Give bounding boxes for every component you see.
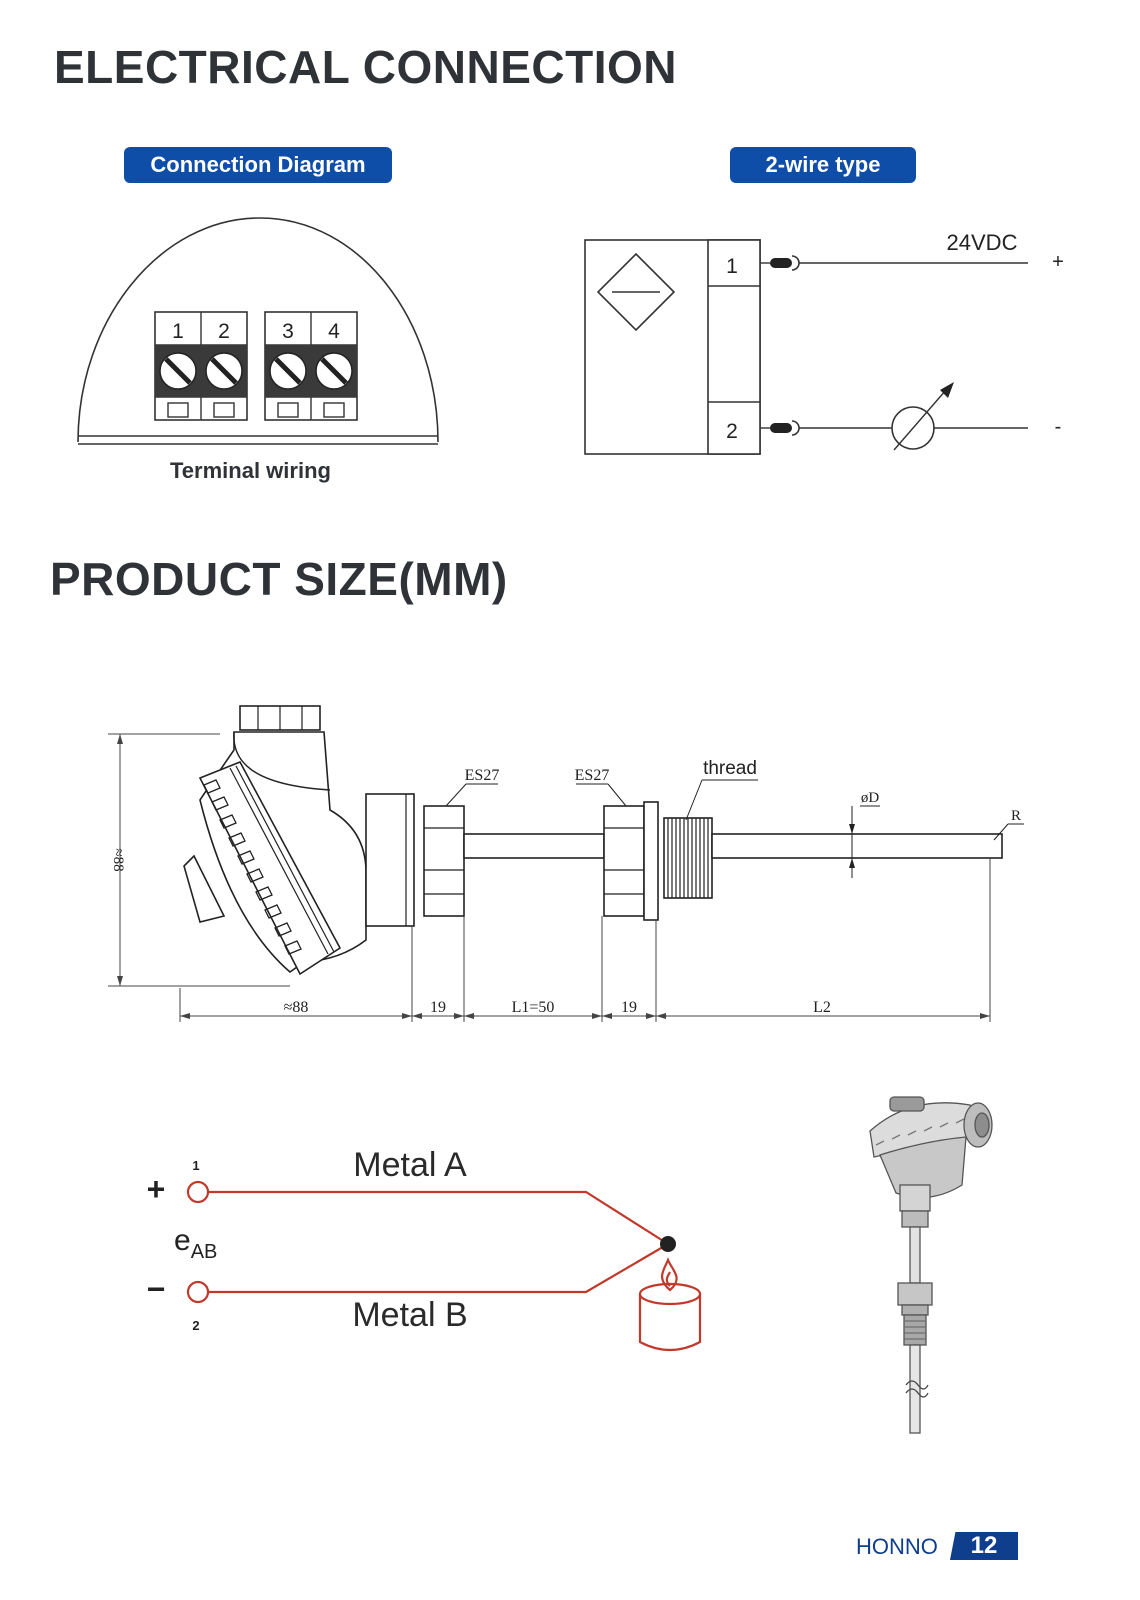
terminal-housing-dome <box>77 217 439 443</box>
candle-icon <box>638 1257 702 1352</box>
photo-neck <box>899 1184 931 1212</box>
tc-pin-2: 2 <box>192 1318 199 1333</box>
l2-label: L2 <box>813 999 831 1016</box>
seg2-label: 19 <box>621 999 637 1016</box>
tc-terminal-positive <box>186 1180 210 1204</box>
supply-voltage-label: 24VDC <box>947 230 1018 255</box>
terminal-number-3: 3 <box>282 320 294 343</box>
radius-label: R <box>1011 808 1021 824</box>
head-width-label: ≈88 <box>284 999 309 1016</box>
two-wire-diagram: 1 2 24VDC + - <box>584 230 1064 455</box>
metal-b-label: Metal B <box>352 1296 467 1334</box>
height-dimension-label: ≈88 <box>110 848 126 871</box>
two-wire-badge: 2-wire type <box>730 147 916 183</box>
footer-page-number: 12 <box>950 1532 1018 1560</box>
supply-minus-sign: - <box>1055 416 1062 438</box>
metal-a-wire <box>208 1190 669 1245</box>
probe-sheath <box>711 833 1003 859</box>
hex-nut-2 <box>603 805 645 917</box>
product-dimension-drawing: ≈88 <box>108 705 1024 1022</box>
emf-label: eAB <box>174 1224 217 1263</box>
photo-thread <box>903 1314 927 1346</box>
extension-tube <box>463 833 605 859</box>
terminal-block-left <box>154 311 248 421</box>
two-wire-pin-1: 1 <box>726 255 738 278</box>
two-wire-pin-2: 2 <box>726 420 738 443</box>
supply-plus-sign: + <box>1052 251 1064 273</box>
metal-a-label: Metal A <box>353 1146 467 1184</box>
hex1-size-label: ES27 <box>465 767 500 784</box>
thread-label: thread <box>703 758 757 779</box>
metal-b-wire <box>208 1243 669 1294</box>
head-side-lug <box>183 854 226 923</box>
tc-pin-1: 1 <box>192 1158 199 1173</box>
hex-nut-1 <box>423 805 465 917</box>
terminal-wiring-diagram: 1 2 3 4 <box>77 217 439 445</box>
l1-label: L1=50 <box>512 999 555 1016</box>
photo-hex-nut <box>897 1282 933 1306</box>
footer-brand: HONNO <box>856 1534 938 1559</box>
head-neck <box>365 793 415 927</box>
seg1-label: 19 <box>430 999 446 1016</box>
hex2-size-label: ES27 <box>575 767 610 784</box>
terminal-number-1: 1 <box>172 320 184 343</box>
tc-minus-sign: − <box>147 1271 166 1307</box>
terminal-number-4: 4 <box>328 320 340 343</box>
connection-diagram-badge: Connection Diagram <box>124 147 392 183</box>
thermocouple-principle-diagram: 1 2 + − eAB Metal A Metal B <box>147 1146 702 1352</box>
transmitter-terminal-strip <box>707 239 761 455</box>
product-photo-illustration <box>869 1096 993 1434</box>
section-title-electrical: ELECTRICAL CONNECTION <box>54 41 677 93</box>
section-title-product-size: PRODUCT SIZE(MM) <box>50 553 508 605</box>
diameter-label: øD <box>861 790 880 806</box>
photo-tube <box>909 1226 921 1284</box>
terminal-block-right <box>264 311 358 421</box>
terminal-number-2: 2 <box>218 320 230 343</box>
tc-terminal-negative <box>186 1280 210 1304</box>
tc-plus-sign: + <box>147 1171 166 1207</box>
sensor-diamond-icon <box>596 252 676 332</box>
hot-junction <box>660 1236 676 1252</box>
terminal-wiring-caption: Terminal wiring <box>170 458 331 483</box>
